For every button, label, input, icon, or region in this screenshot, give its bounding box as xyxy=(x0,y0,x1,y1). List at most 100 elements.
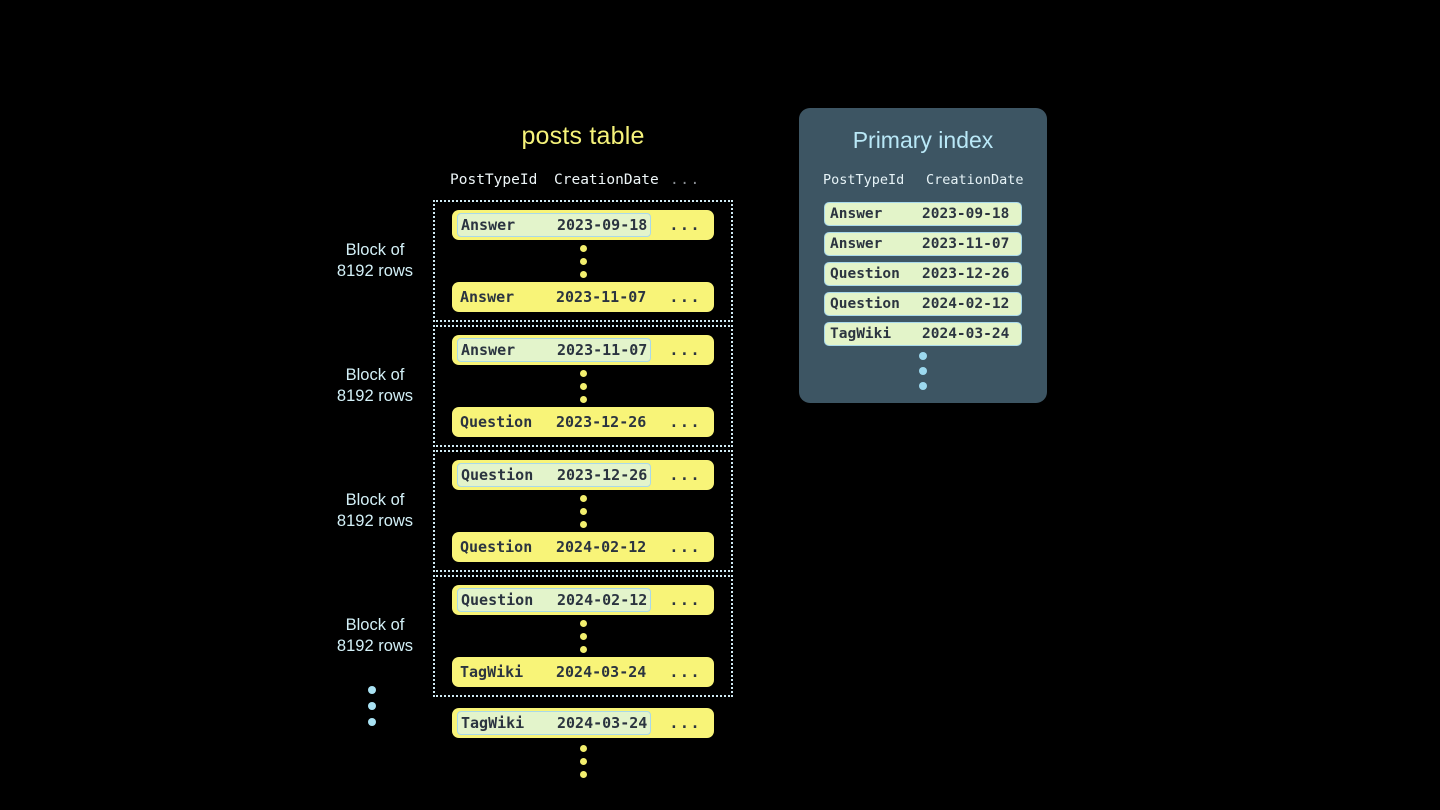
block-label-line-2: 8192 rows xyxy=(336,262,414,280)
dot xyxy=(579,369,587,377)
index-cell-creation-date: 2023-09-18 xyxy=(922,206,1010,222)
cell-creation-date: 2023-09-18 xyxy=(557,216,648,234)
cell-post-type-id: TagWiki xyxy=(460,663,524,681)
index-cell-creation-date: 2023-11-07 xyxy=(922,236,1010,252)
cell-post-type-id: Answer xyxy=(461,341,516,359)
posts-table-row-block4-first: Question 2024-02-12... xyxy=(452,585,714,615)
posts-table-trailing-ellipsis-dots xyxy=(433,740,733,782)
posts-table-title: posts table xyxy=(521,122,645,150)
cell-post-type-id: Answer xyxy=(461,216,516,234)
index-cell-post-type-id: Question xyxy=(830,266,900,282)
posts-table-row-block1-first: Answer 2023-09-18... xyxy=(452,210,714,240)
block-label-3: Block of 8192 rows xyxy=(290,490,460,532)
block-label-line-2: 8192 rows xyxy=(336,387,414,405)
row-highlight-box: Question 2023-12-26 xyxy=(457,463,652,487)
primary-index-row: TagWiki 2024-03-24 xyxy=(824,322,1022,346)
primary-index-row: Question 2023-12-26 xyxy=(824,262,1022,286)
dot xyxy=(579,395,587,403)
cell-creation-date: 2024-03-24 xyxy=(557,714,648,732)
block-label-line-1: Block of xyxy=(345,491,405,509)
dot xyxy=(579,744,587,752)
primary-index-title: Primary index xyxy=(852,127,994,153)
block-1-ellipsis-dots xyxy=(435,240,731,282)
cell-ellipsis: ... xyxy=(669,413,701,431)
dot xyxy=(579,257,587,265)
index-cell-creation-date: 2024-03-24 xyxy=(922,326,1010,342)
posts-table-row-trailing: TagWiki 2024-03-24... xyxy=(452,708,714,738)
cell-ellipsis: ... xyxy=(669,538,701,556)
primary-index-row: Answer 2023-09-18 xyxy=(824,202,1022,226)
index-cell-post-type-id: Question xyxy=(830,296,900,312)
dot xyxy=(579,244,587,252)
dot xyxy=(579,270,587,278)
index-cell-post-type-id: TagWiki xyxy=(830,326,892,342)
posts-table-row-block2-last: Question 2023-12-26... xyxy=(452,407,714,437)
row-content: Answer 2023-11-07 xyxy=(457,285,649,309)
block-3-ellipsis-dots xyxy=(435,490,731,532)
dot xyxy=(919,367,927,375)
cell-ellipsis: ... xyxy=(669,591,701,609)
dot xyxy=(368,686,376,694)
block-label-line-1: Block of xyxy=(345,241,405,259)
dot xyxy=(579,507,587,515)
dot xyxy=(579,494,587,502)
dot xyxy=(579,645,587,653)
dot xyxy=(368,702,376,710)
dot xyxy=(579,632,587,640)
dot xyxy=(919,352,927,360)
block-label-1: Block of 8192 rows xyxy=(290,240,460,282)
block-4-ellipsis-dots xyxy=(435,615,731,657)
cell-post-type-id: Answer xyxy=(460,288,515,306)
cell-ellipsis: ... xyxy=(669,216,701,234)
cell-post-type-id: Question xyxy=(460,413,533,431)
primary-index-column-headers: PostTypeId CreationDate xyxy=(799,172,1047,188)
block-label-line-2: 8192 rows xyxy=(336,512,414,530)
cell-creation-date: 2023-12-26 xyxy=(556,413,647,431)
column-header-post-type-id: PostTypeId xyxy=(450,172,538,188)
column-header-ellipsis: ... xyxy=(670,172,701,188)
posts-table-block-4: Question 2024-02-12... TagWiki 2024-03-24..… xyxy=(433,575,733,697)
block-label-line-2: 8192 rows xyxy=(336,637,414,655)
cell-post-type-id: Question xyxy=(460,538,533,556)
row-content: TagWiki 2024-03-24 xyxy=(457,660,649,684)
cell-post-type-id: TagWiki xyxy=(461,714,525,732)
posts-table-trailing-row-wrap: TagWiki 2024-03-24... xyxy=(433,708,733,738)
block-label-4: Block of 8192 rows xyxy=(290,615,460,657)
index-cell-post-type-id: Answer xyxy=(830,206,883,222)
cell-post-type-id: Question xyxy=(461,591,534,609)
block-label-line-1: Block of xyxy=(345,616,405,634)
posts-table-more-blocks-dots xyxy=(368,686,376,726)
index-column-header-post-type-id: PostTypeId xyxy=(823,172,905,188)
column-header-creation-date: CreationDate xyxy=(554,172,659,188)
cell-ellipsis: ... xyxy=(669,714,701,732)
cell-creation-date: 2023-11-07 xyxy=(557,341,648,359)
posts-table-column-headers: PostTypeId CreationDate ... xyxy=(433,172,733,194)
cell-creation-date: 2024-03-24 xyxy=(556,663,647,681)
cell-creation-date: 2023-11-07 xyxy=(556,288,647,306)
primary-index-panel: Primary index PostTypeId CreationDate An… xyxy=(799,108,1047,403)
row-highlight-box: Answer 2023-11-07 xyxy=(457,338,652,362)
cell-post-type-id: Question xyxy=(461,466,534,484)
row-highlight-box: Answer 2023-09-18 xyxy=(457,213,652,237)
index-cell-creation-date: 2023-12-26 xyxy=(922,266,1010,282)
index-column-header-creation-date: CreationDate xyxy=(926,172,1024,188)
row-highlight-box: TagWiki 2024-03-24 xyxy=(457,711,652,735)
posts-table-section: posts table PostTypeId CreationDate ... … xyxy=(433,118,733,782)
dot xyxy=(579,770,587,778)
dot xyxy=(919,382,927,390)
cell-creation-date: 2023-12-26 xyxy=(557,466,648,484)
dot xyxy=(579,619,587,627)
row-highlight-box: Question 2024-02-12 xyxy=(457,588,652,612)
cell-creation-date: 2024-02-12 xyxy=(557,591,648,609)
